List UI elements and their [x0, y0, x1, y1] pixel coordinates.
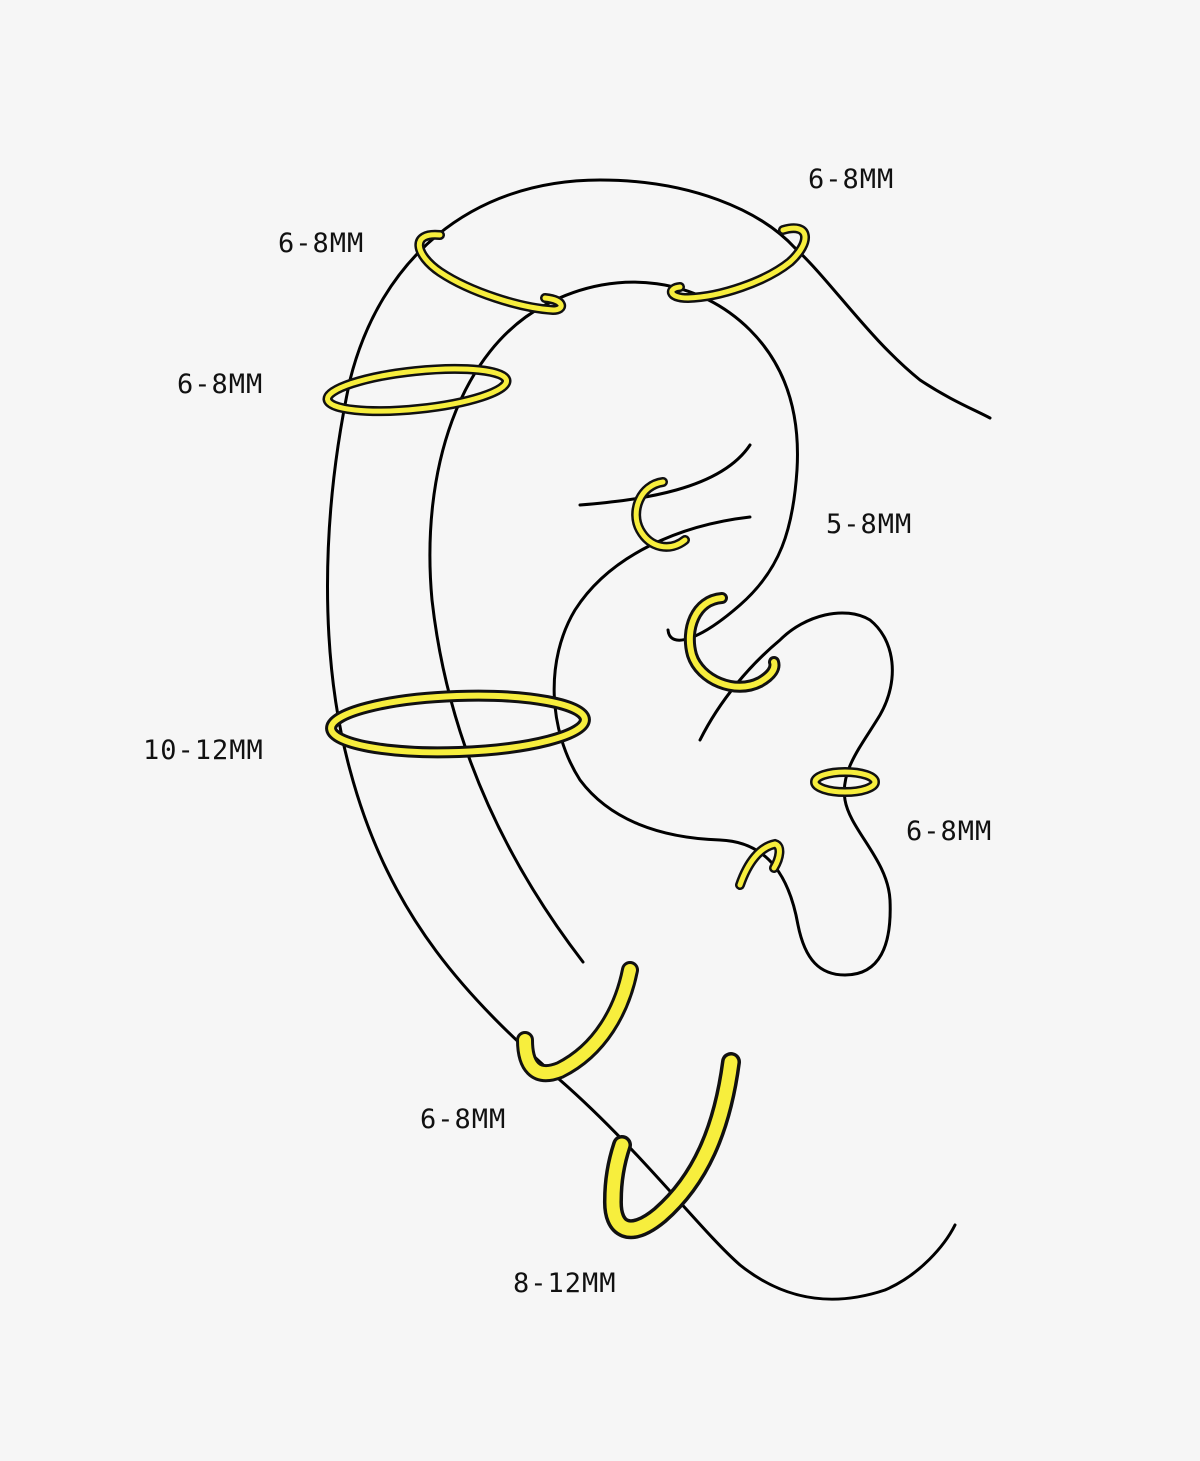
label-tragus: 6-8MM	[906, 816, 992, 847]
ring-conch	[325, 689, 591, 759]
antihelix-lower-line	[552, 515, 894, 977]
label-lobe-lower: 8-12MM	[513, 1268, 617, 1299]
ring-helix-mid	[322, 363, 512, 417]
label-helix-upper-right: 6-8MM	[808, 164, 894, 195]
outer-helix-line	[326, 178, 957, 1301]
label-lobe-upper: 6-8MM	[420, 1104, 506, 1135]
antihelix-upper-line	[578, 443, 752, 507]
ring-lobe-lower	[603, 1052, 741, 1240]
ring-tragus	[810, 767, 880, 797]
head-line	[793, 246, 992, 420]
label-helix-upper-left: 6-8MM	[278, 228, 364, 259]
label-rook-daith: 5-8MM	[826, 509, 912, 540]
ring-daith	[683, 592, 781, 693]
ring-helix-upper-right	[666, 223, 810, 304]
ring-helix-upper-left	[414, 229, 567, 316]
ring-rook	[631, 477, 690, 552]
label-conch: 10-12MM	[143, 735, 264, 766]
ring-lobe-upper	[516, 961, 639, 1083]
label-helix-mid: 6-8MM	[177, 369, 263, 400]
inner-helix-line	[428, 280, 799, 964]
ring-antitragus	[735, 838, 785, 890]
